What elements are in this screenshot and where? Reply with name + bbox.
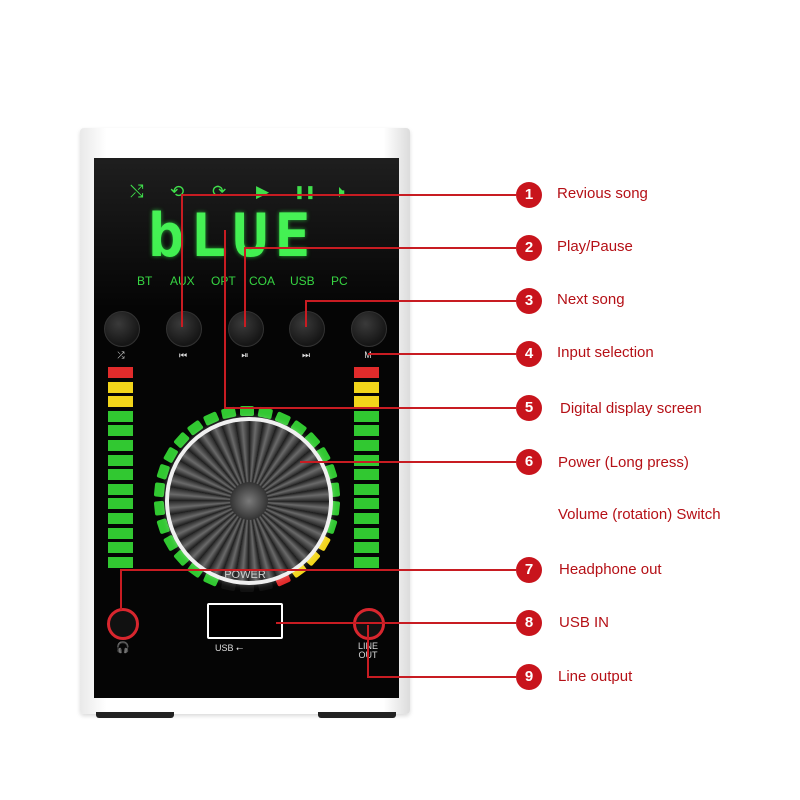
play-icon: ▶ bbox=[256, 182, 270, 201]
repeat-one-icon: ⟲ bbox=[170, 182, 185, 201]
line-out-label-out: OUT bbox=[358, 650, 378, 660]
ring-led-segment bbox=[156, 518, 170, 534]
device-foot-right bbox=[318, 712, 396, 718]
mode-icon: M bbox=[364, 350, 372, 360]
ring-led-segment bbox=[304, 432, 320, 448]
ring-led-segment bbox=[221, 406, 237, 419]
knob-center-cap bbox=[230, 482, 268, 520]
shuffle-icon: ⤭ bbox=[130, 182, 144, 201]
ring-led-segment bbox=[316, 535, 331, 551]
ring-led-segment bbox=[203, 411, 219, 426]
callout-badge-4: 4 bbox=[516, 341, 542, 367]
callout-label-volume: Volume (rotation) Switch bbox=[558, 506, 721, 523]
ring-led-segment bbox=[174, 432, 190, 448]
callout-label-4: Input selection bbox=[557, 344, 654, 361]
meter-segment bbox=[108, 542, 133, 554]
meter-segment bbox=[108, 396, 133, 408]
previous-icon: ⏮ bbox=[178, 350, 188, 360]
ring-led-segment bbox=[304, 550, 320, 566]
meter-segment bbox=[354, 454, 379, 466]
callout-label-1: Revious song bbox=[557, 185, 648, 202]
next-icon: ⏭ bbox=[301, 350, 311, 360]
usb-label: USB ⭠ bbox=[215, 643, 244, 653]
meter-segment bbox=[108, 425, 133, 437]
usb-port[interactable] bbox=[207, 603, 283, 639]
mute-icon: 🕨 bbox=[334, 182, 345, 201]
callout-label-6: Power (Long press) bbox=[558, 454, 689, 471]
ring-led-segment bbox=[163, 535, 178, 551]
ring-led-segment bbox=[163, 447, 178, 463]
meter-segment bbox=[354, 527, 379, 539]
ring-led-segment bbox=[153, 500, 165, 516]
pause-icon: ❚❚ bbox=[294, 184, 316, 199]
source-label-opt: OPT bbox=[211, 274, 236, 288]
ring-led-segment bbox=[257, 406, 273, 419]
meter-segment bbox=[354, 542, 379, 554]
shuffle-icon: ⤮ bbox=[117, 350, 125, 360]
meter-segment bbox=[108, 440, 133, 451]
meter-segment bbox=[354, 367, 379, 378]
callout-badge-9: 9 bbox=[516, 664, 542, 690]
power-label: POWER bbox=[224, 569, 266, 581]
ring-led-segment bbox=[174, 550, 190, 566]
shuffle-button[interactable] bbox=[104, 311, 140, 347]
ring-led-segment bbox=[290, 420, 307, 436]
meter-segment bbox=[354, 498, 379, 510]
callout-label-8: USB IN bbox=[559, 614, 610, 631]
meter-segment bbox=[108, 381, 133, 393]
input-selection-button[interactable] bbox=[351, 311, 387, 347]
meter-segment bbox=[108, 513, 133, 524]
source-label-bt: BT bbox=[137, 274, 153, 288]
meter-segment bbox=[354, 513, 379, 524]
headphone-jack[interactable] bbox=[107, 608, 139, 640]
meter-segment bbox=[108, 469, 133, 481]
ring-led-segment bbox=[316, 447, 331, 463]
next-song-button[interactable] bbox=[289, 311, 325, 347]
device-foot-left bbox=[96, 712, 174, 718]
meter-segment bbox=[354, 469, 379, 481]
meter-segment bbox=[354, 381, 379, 393]
source-label-pc: PC bbox=[331, 274, 348, 288]
callout-label-9: Line output bbox=[558, 668, 633, 685]
play-pause-icon: ⏯ bbox=[241, 350, 249, 360]
callout-badge-1: 1 bbox=[516, 182, 542, 208]
callout-label-2: Play/Pause bbox=[557, 238, 633, 255]
headphone-icon: 🎧 bbox=[116, 642, 130, 654]
callout-badge-7: 7 bbox=[516, 557, 542, 583]
meter-segment bbox=[354, 556, 379, 568]
callout-badge-6: 6 bbox=[516, 449, 542, 475]
callout-badge-3: 3 bbox=[516, 288, 542, 314]
play-pause-button[interactable] bbox=[228, 311, 264, 347]
callout-label-3: Next song bbox=[557, 291, 625, 308]
ring-led-segment bbox=[240, 406, 254, 416]
callout-label-7: Headphone out bbox=[559, 561, 662, 578]
callout-badge-8: 8 bbox=[516, 610, 542, 636]
meter-segment bbox=[354, 483, 379, 495]
line-out-jack[interactable] bbox=[353, 608, 385, 640]
meter-segment bbox=[108, 483, 133, 495]
digital-display-text: bLUE bbox=[148, 201, 317, 271]
ring-led-segment bbox=[153, 482, 165, 498]
ring-led-segment bbox=[187, 420, 204, 436]
meter-segment bbox=[354, 410, 379, 422]
meter-segment bbox=[108, 498, 133, 510]
meter-segment bbox=[108, 454, 133, 466]
meter-segment bbox=[108, 527, 133, 539]
meter-segment bbox=[354, 440, 379, 451]
previous-song-button[interactable] bbox=[166, 311, 202, 347]
meter-segment bbox=[354, 396, 379, 408]
source-label-aux: AUX bbox=[170, 274, 195, 288]
source-label-coa: COA bbox=[249, 274, 276, 288]
meter-segment bbox=[108, 410, 133, 422]
callout-badge-2: 2 bbox=[516, 235, 542, 261]
callout-badge-5: 5 bbox=[516, 395, 542, 421]
callout-label-5: Digital display screen bbox=[560, 400, 702, 417]
meter-segment bbox=[354, 425, 379, 437]
meter-segment bbox=[108, 367, 133, 378]
meter-segment bbox=[108, 556, 133, 568]
ring-led-segment bbox=[156, 464, 170, 480]
source-label-usb: USB bbox=[290, 274, 315, 288]
repeat-icon: ⟳ bbox=[212, 182, 227, 201]
